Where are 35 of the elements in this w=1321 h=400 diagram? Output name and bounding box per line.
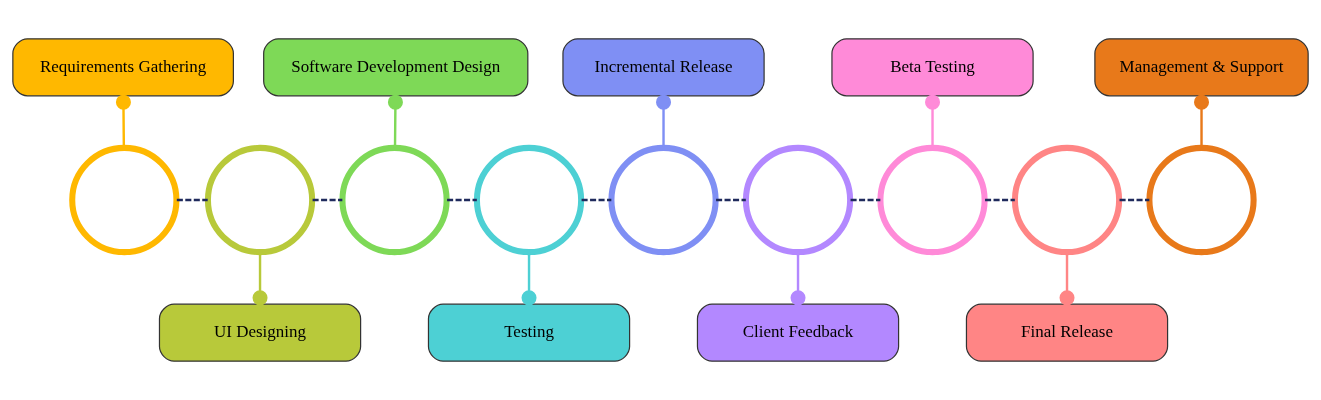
connector (790, 252, 806, 306)
connector (176, 198, 208, 202)
node-circle (742, 144, 854, 256)
node-circle (204, 144, 316, 256)
node-box: Testing (427, 303, 631, 362)
connector (1059, 252, 1075, 306)
node-box: Client Feedback (696, 303, 900, 362)
connector (387, 94, 403, 148)
connector (716, 198, 746, 202)
connector (850, 198, 881, 202)
connector (581, 198, 612, 202)
node-circle (339, 144, 450, 256)
connector (1194, 94, 1210, 148)
connector (447, 198, 477, 202)
node-circle (877, 144, 988, 256)
connector (925, 94, 941, 148)
connector (1119, 198, 1150, 202)
node-box: Beta Testing (831, 38, 1034, 97)
connector (252, 252, 268, 306)
node-circle (608, 144, 719, 256)
connector (312, 198, 343, 202)
connector (521, 252, 537, 306)
connector (656, 94, 672, 148)
node-box: Software Development Design (263, 38, 529, 97)
node-box: Final Release (965, 303, 1169, 362)
node-box: Requirements Gathering (12, 38, 234, 97)
node-circle (69, 144, 180, 256)
node-box: UI Designing (158, 303, 362, 362)
node-circle (473, 144, 585, 256)
connector (985, 198, 1015, 202)
connector (115, 94, 131, 148)
node-box: Management & Support (1094, 38, 1309, 97)
node-circle (1146, 144, 1257, 256)
node-box: Incremental Release (562, 38, 765, 97)
node-circle (1011, 144, 1123, 256)
